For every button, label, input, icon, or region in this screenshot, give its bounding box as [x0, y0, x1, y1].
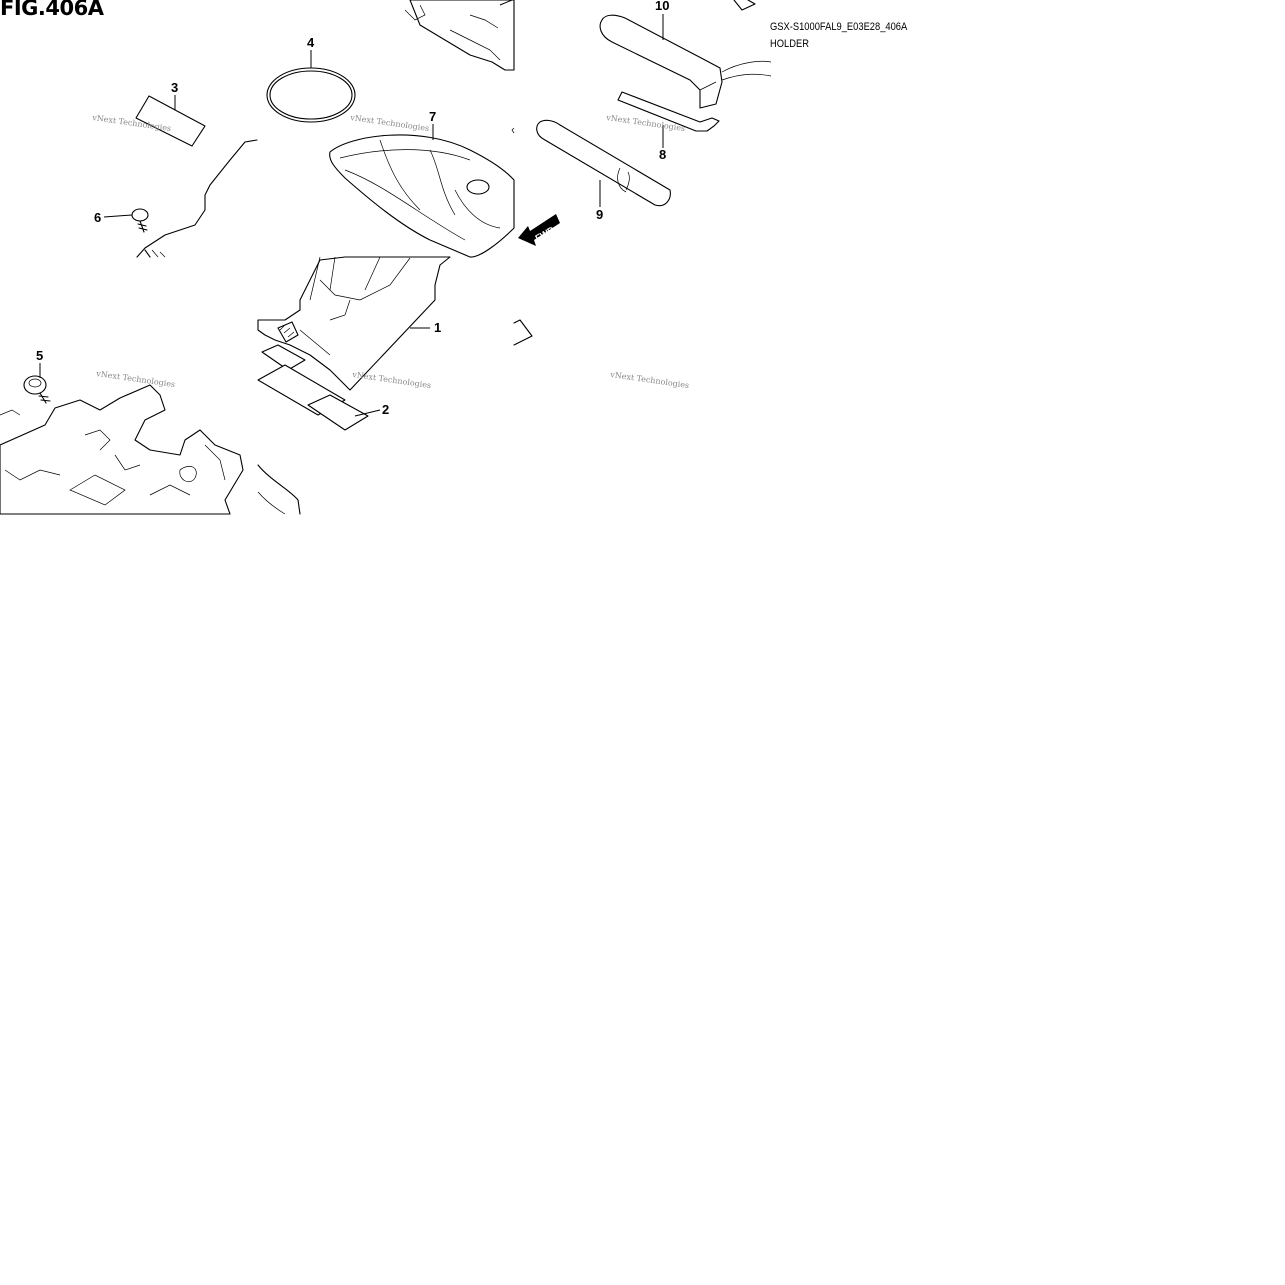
callout-9: 9 — [596, 207, 603, 222]
tile-middle-left — [0, 375, 244, 515]
callout-7: 7 — [429, 109, 436, 124]
label-part-2 — [307, 394, 369, 431]
band-part-4 — [266, 67, 356, 123]
callout-2: 2 — [382, 402, 389, 417]
bracket-top — [404, 0, 515, 71]
group-name: HOLDER — [770, 38, 809, 50]
holder-part-1 — [257, 256, 451, 416]
callout-3: 3 — [171, 80, 178, 95]
holder-bracket-lower — [0, 384, 244, 515]
callout-10: 10 — [655, 0, 669, 13]
callout-5: 5 — [36, 348, 43, 363]
label-part-3 — [135, 95, 206, 147]
callout-1: 1 — [434, 320, 441, 335]
watermark: vNext Technologies — [95, 369, 176, 389]
callout-8: 8 — [659, 147, 666, 162]
tile-top-right — [536, 0, 772, 207]
screwdriver-part-10 — [599, 0, 772, 109]
watermark: vNext Technologies — [609, 370, 690, 390]
watermark: vNext Technologies — [349, 113, 430, 133]
model-code: GSX-S1000FAL9_E03E28_406A — [770, 21, 908, 33]
tile-middle-middle — [257, 256, 451, 515]
watermark: vNext Technologies — [351, 370, 432, 390]
forward-direction-arrow: FWD — [518, 214, 560, 246]
tile-top-left — [131, 95, 258, 258]
callout-4: 4 — [307, 35, 315, 50]
tile-top-middle: FWD — [266, 0, 560, 258]
callout-6: 6 — [94, 210, 101, 225]
callout-numbers: 1 2 3 4 5 6 7 8 9 10 — [36, 0, 669, 417]
screw-part-6 — [131, 208, 149, 233]
leader-lines — [39, 14, 664, 417]
wrench-part-8 — [617, 91, 720, 132]
tool-bag-part-7 — [329, 134, 515, 258]
figure-title: FIG.406A — [0, 0, 104, 20]
tile-middle-right — [513, 319, 533, 346]
bolt-part-5 — [23, 375, 51, 404]
extension-part-9 — [536, 119, 671, 207]
